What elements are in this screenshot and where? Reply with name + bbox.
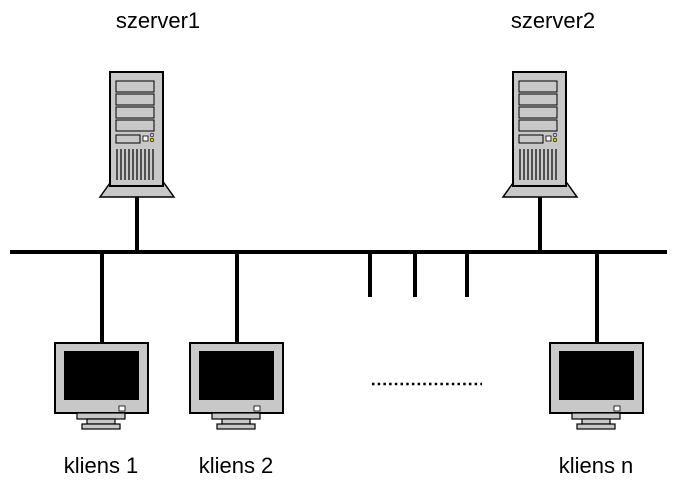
- server-1-label: szerver1: [116, 8, 200, 33]
- server-1-tower-icon: [98, 71, 176, 198]
- client-2-label: kliens 2: [199, 453, 274, 478]
- network-bus: [10, 197, 667, 343]
- client-2-monitor-icon: [189, 342, 284, 430]
- server-2-tower-icon: [501, 71, 579, 198]
- client-n-label: kliens n: [559, 453, 634, 478]
- client-1-monitor-icon: [54, 342, 149, 430]
- client-1-label: kliens 1: [64, 453, 139, 478]
- server-2-label: szerver2: [511, 8, 595, 33]
- client-n-monitor-icon: [549, 342, 644, 430]
